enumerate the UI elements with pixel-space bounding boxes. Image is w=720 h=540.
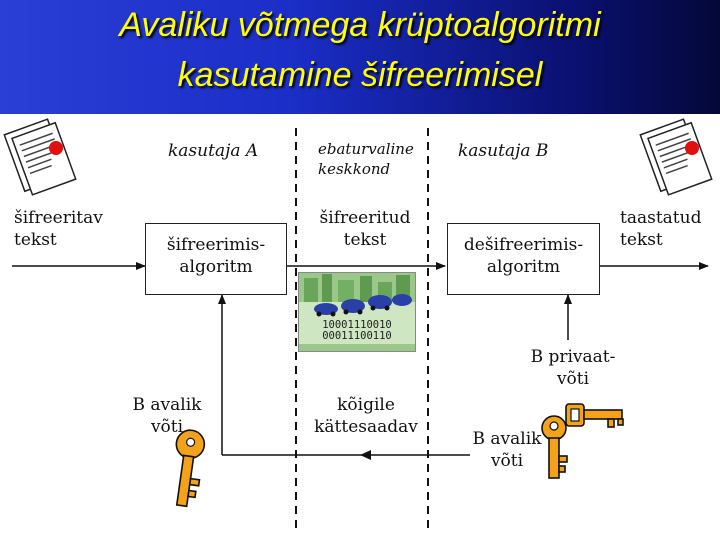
zone-label-insecure-2: keskkond (318, 160, 391, 178)
decryption-box-label-1: dešifreerimis- (463, 235, 584, 255)
key-distribution-arrowhead (360, 450, 371, 460)
decryption-algorithm-box: dešifreerimis- algoritm (447, 223, 600, 295)
public-key-b-label-2: võti (490, 451, 524, 471)
restored-label-2: tekst (620, 230, 663, 250)
private-key-label-1: B privaat- (530, 347, 616, 367)
zone-label-user-b: kasutaja B (458, 141, 549, 161)
document-icon-left (3, 118, 77, 196)
plaintext-label-2: tekst (14, 230, 57, 250)
network-traffic-illustration: 10001110010 00011100110 (298, 272, 416, 352)
private-key-icon (541, 403, 624, 479)
ciphertext-label-2: tekst (343, 230, 387, 250)
available-label-2: kättesaadav (314, 417, 418, 437)
zone-label-insecure-1: ebaturvaline (318, 140, 414, 158)
available-label-1: kõigile (337, 395, 395, 415)
public-key-a-label-2: võti (150, 417, 184, 437)
title-banner: Avaliku võtmega krüptoalgoritmi kasutami… (0, 0, 720, 114)
public-key-icon-a (175, 429, 206, 508)
private-key-label-2: võti (556, 369, 590, 389)
restored-label-1: taastatud (620, 208, 702, 228)
public-key-b-label-1: B avalik (472, 429, 542, 449)
document-icon-right (639, 118, 713, 196)
ciphertext-label-1: šifreeritud (319, 208, 411, 228)
plaintext-label-1: šifreeritav (14, 208, 103, 228)
zone-label-user-a: kasutaja A (168, 141, 259, 161)
encryption-box-label-2: algoritm (179, 257, 253, 277)
public-key-a-label-1: B avalik (132, 395, 202, 415)
encryption-algorithm-box: šifreerimis- algoritm (145, 223, 287, 295)
red-seal-icon (685, 141, 699, 155)
binary-stream-text-2: 00011100110 (322, 330, 392, 342)
red-seal-icon (49, 141, 63, 155)
decryption-box-label-2: algoritm (486, 257, 561, 277)
binary-stream-text-1: 10001110010 (322, 319, 392, 331)
slide-title-line-1: Avaliku võtmega krüptoalgoritmi (119, 6, 601, 44)
slide-title-line-2: kasutamine šifreerimisel (177, 56, 543, 94)
encryption-box-label-1: šifreerimis- (166, 235, 266, 255)
